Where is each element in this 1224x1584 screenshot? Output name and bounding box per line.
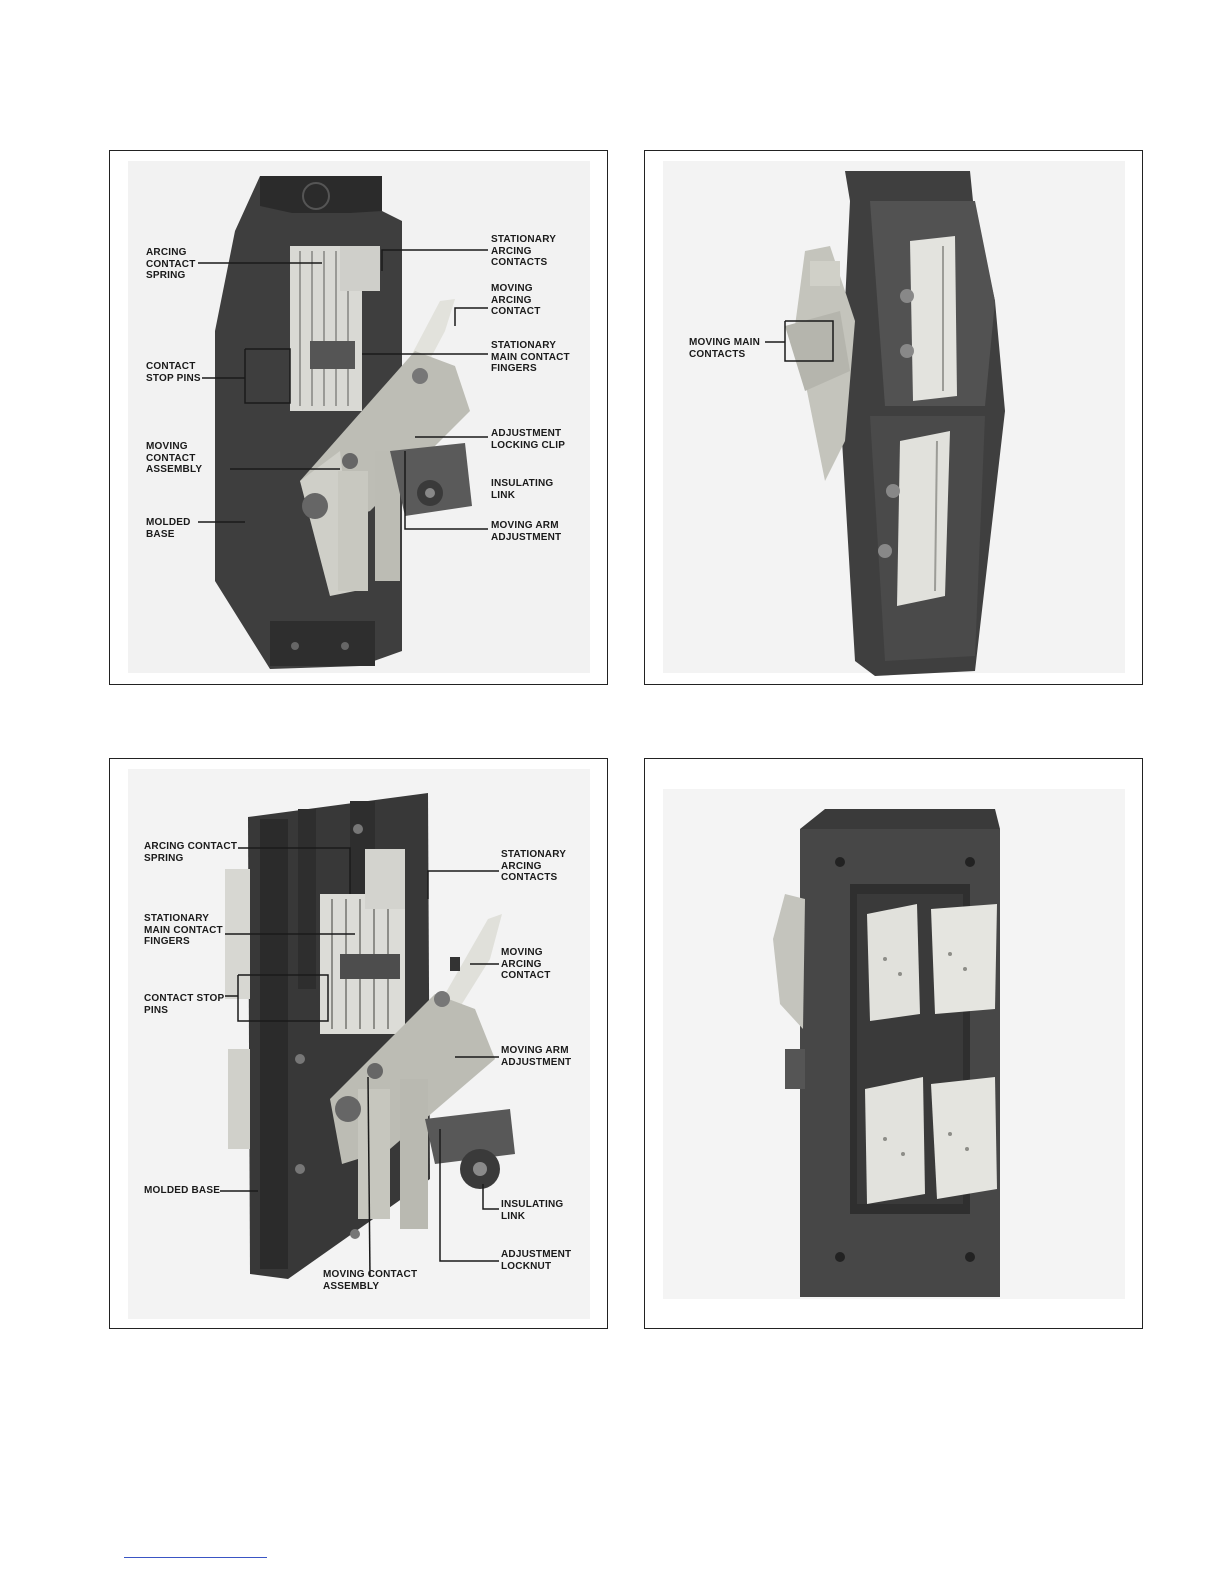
label-moving-arm-adjustment: MOVING ARM ADJUSTMENT xyxy=(501,1045,572,1068)
figure-4-panel xyxy=(644,758,1143,1329)
figure-1-panel: ARCING CONTACT SPRING CONTACT STOP PINS … xyxy=(109,150,608,685)
figure-2-panel: MOVING MAIN CONTACTS xyxy=(644,150,1143,685)
label-moving-arcing-contact: MOVING ARCING CONTACT xyxy=(501,947,551,981)
figure-4-photo xyxy=(663,789,1125,1299)
label-contact-stop-pins: CONTACT STOP PINS xyxy=(144,993,225,1016)
figure-2-photo xyxy=(663,161,1125,676)
label-stationary-main-contact-fingers: STATIONARY MAIN CONTACT FINGERS xyxy=(144,913,223,947)
label-molded-base: MOLDED BASE xyxy=(144,1185,221,1196)
label-stationary-main-contact-fingers: STATIONARY MAIN CONTACT FINGERS xyxy=(491,340,570,374)
label-moving-contact-assembly: MOVING CONTACT ASSEMBLY xyxy=(146,441,203,475)
label-arcing-contact-spring: ARCING CONTACT SPRING xyxy=(146,247,196,281)
label-stationary-arcing-contacts: STATIONARY ARCING CONTACTS xyxy=(491,234,557,268)
label-arcing-contact-spring: ARCING CONTACT SPRING xyxy=(144,841,238,864)
label-adjustment-locking-clip: ADJUSTMENT LOCKING CLIP xyxy=(491,428,566,451)
figure-3-photo xyxy=(128,769,590,1319)
label-moving-arcing-contact: MOVING ARCING CONTACT xyxy=(491,283,541,317)
label-insulating-link: INSULATING LINK xyxy=(501,1199,564,1222)
label-moving-contact-assembly: MOVING CONTACT ASSEMBLY xyxy=(323,1269,418,1292)
label-stationary-arcing-contacts: STATIONARY ARCING CONTACTS xyxy=(501,849,567,883)
label-adjustment-locknut: ADJUSTMENT LOCKNUT xyxy=(501,1249,572,1272)
label-molded-base: MOLDED BASE xyxy=(146,517,191,540)
figure-3-panel: ARCING CONTACT SPRING STATIONARY MAIN CO… xyxy=(109,758,608,1329)
label-moving-arm-adjustment: MOVING ARM ADJUSTMENT xyxy=(491,520,562,543)
footer-rule xyxy=(124,1557,267,1558)
figure-1-photo xyxy=(128,161,590,673)
label-moving-main-contacts: MOVING MAIN CONTACTS xyxy=(689,337,761,360)
label-insulating-link: INSULATING LINK xyxy=(491,478,554,501)
label-contact-stop-pins: CONTACT STOP PINS xyxy=(146,361,201,384)
